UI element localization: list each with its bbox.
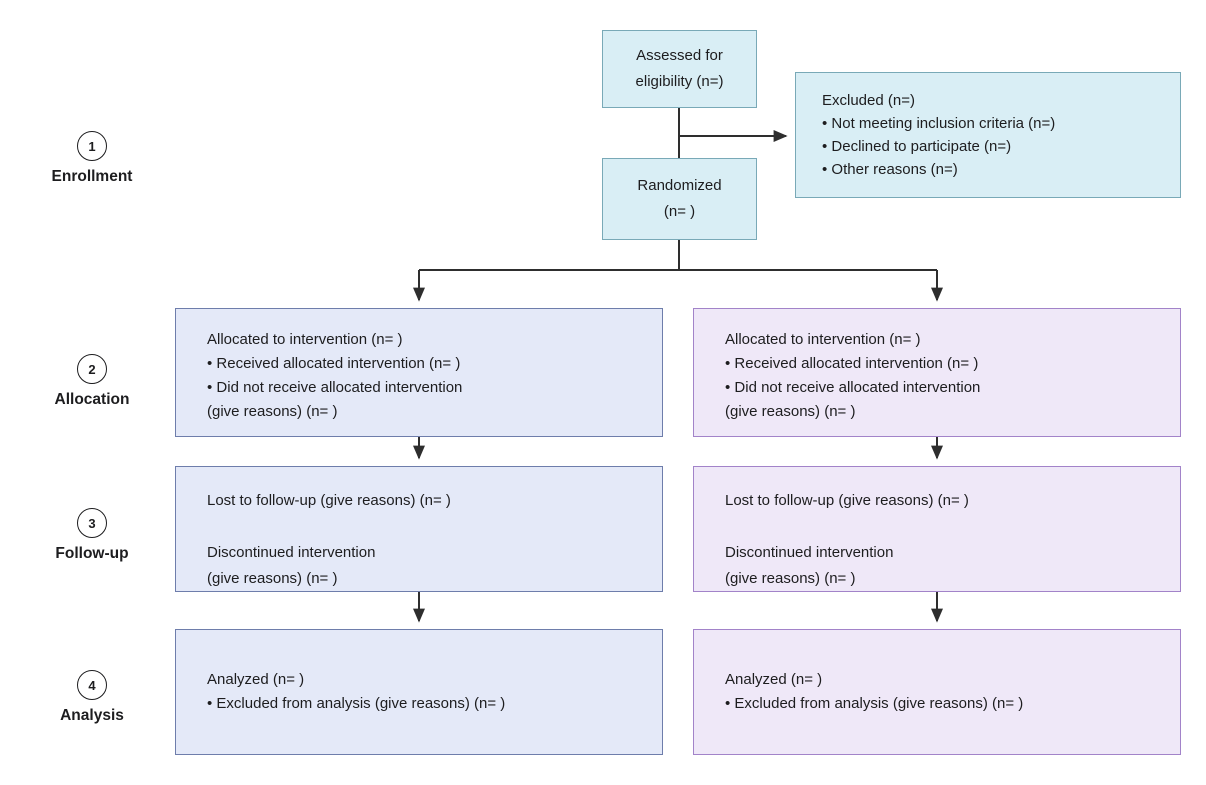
- box-line: • Did not receive allocated intervention: [207, 379, 463, 396]
- box-line: Analyzed (n= ): [725, 671, 823, 688]
- box-line: (give reasons) (n= ): [207, 403, 338, 420]
- stage-label: Analysis: [60, 707, 124, 724]
- box-line: • Other reasons (n=): [822, 161, 958, 178]
- box-line: Analyzed (n= ): [207, 671, 305, 688]
- analysis-box-left: Analyzed (n= ) • Excluded from analysis …: [175, 629, 663, 755]
- box-line: Allocated to intervention (n= ): [207, 331, 403, 348]
- stage-analysis: 4 Analysis: [17, 670, 167, 725]
- box-line: • Received allocated intervention (n= ): [207, 355, 461, 372]
- stage-number: 3: [88, 515, 96, 531]
- box-line: Discontinued intervention: [207, 544, 376, 561]
- box-line: Excluded (n=): [822, 92, 915, 109]
- box-line: Randomized: [637, 177, 722, 194]
- allocation-box-right: Allocated to intervention (n= ) • Receiv…: [693, 308, 1181, 437]
- box-line: eligibility (n=): [635, 73, 724, 90]
- stage-label: Allocation: [54, 391, 130, 408]
- box-line: (give reasons) (n= ): [725, 570, 856, 587]
- box-line: (give reasons) (n= ): [207, 570, 338, 587]
- box-line: [725, 514, 1166, 540]
- box-line: [207, 514, 648, 540]
- box-line: Discontinued intervention: [725, 544, 894, 561]
- stage-number-badge: 4: [77, 670, 107, 700]
- stage-label: Follow-up: [55, 545, 129, 562]
- stage-followup: 3 Follow-up: [17, 508, 167, 563]
- stage-enrollment: 1 Enrollment: [17, 131, 167, 186]
- box-line: • Excluded from analysis (give reasons) …: [725, 695, 1024, 712]
- box-line: Lost to follow-up (give reasons) (n= ): [207, 492, 451, 509]
- analysis-box-right: Analyzed (n= ) • Excluded from analysis …: [693, 629, 1181, 755]
- stage-number: 4: [88, 677, 96, 693]
- stage-number-badge: 1: [77, 131, 107, 161]
- randomized-box: Randomized (n= ): [602, 158, 757, 240]
- stage-label: Enrollment: [51, 168, 133, 185]
- stage-number-badge: 2: [77, 354, 107, 384]
- box-line: • Excluded from analysis (give reasons) …: [207, 695, 506, 712]
- allocation-box-left: Allocated to intervention (n= ) • Receiv…: [175, 308, 663, 437]
- assessed-box: Assessed for eligibility (n=): [602, 30, 757, 108]
- stage-number-badge: 3: [77, 508, 107, 538]
- box-line: • Received allocated intervention (n= ): [725, 355, 979, 372]
- box-line: • Did not receive allocated intervention: [725, 379, 981, 396]
- box-line: Allocated to intervention (n= ): [725, 331, 921, 348]
- followup-box-left: Lost to follow-up (give reasons) (n= ) D…: [175, 466, 663, 592]
- stage-allocation: 2 Allocation: [17, 354, 167, 409]
- box-line: Assessed for: [636, 47, 723, 64]
- box-line: (n= ): [663, 203, 696, 220]
- box-line: Lost to follow-up (give reasons) (n= ): [725, 492, 969, 509]
- box-line: • Not meeting inclusion criteria (n=): [822, 115, 1056, 132]
- excluded-box: Excluded (n=) • Not meeting inclusion cr…: [795, 72, 1181, 198]
- stage-number: 1: [88, 138, 96, 154]
- box-line: • Declined to participate (n=): [822, 138, 1012, 155]
- followup-box-right: Lost to follow-up (give reasons) (n= ) D…: [693, 466, 1181, 592]
- stage-number: 2: [88, 361, 96, 377]
- box-line: (give reasons) (n= ): [725, 403, 856, 420]
